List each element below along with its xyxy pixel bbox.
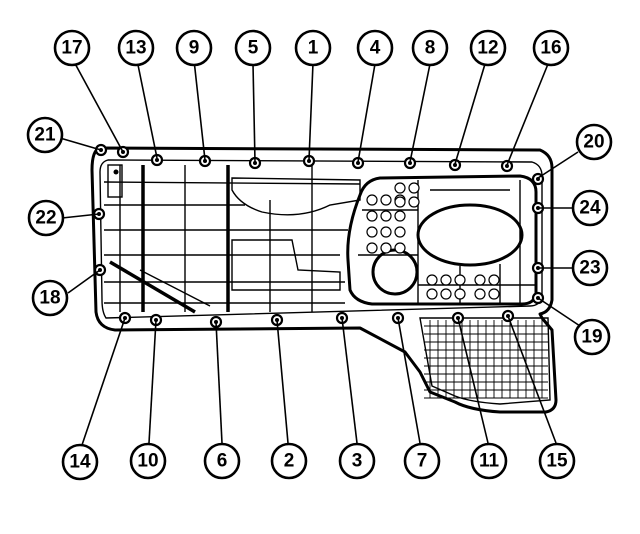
bolt-center [408, 161, 412, 165]
callout-label: 4 [370, 38, 381, 59]
boss-grid [366, 182, 500, 300]
callout-label: 1 [308, 38, 319, 59]
bolt-center [155, 158, 159, 162]
boss-circle [426, 288, 438, 300]
boss-circle [380, 194, 392, 206]
boss-circle [394, 210, 406, 222]
callout-label: 11 [479, 451, 500, 472]
callout-24: 24 [571, 189, 609, 227]
callout-label: 23 [579, 258, 600, 279]
callout-label: 6 [217, 451, 228, 472]
boss-circle [488, 274, 500, 286]
callout-16: 16 [532, 29, 570, 67]
boss-circle [454, 274, 466, 286]
round-cutout [371, 248, 419, 296]
callout-23: 23 [571, 249, 609, 287]
callout-15: 15 [538, 442, 576, 480]
bolt-center [253, 161, 257, 165]
callout-label: 3 [352, 451, 363, 472]
callout-label: 17 [61, 38, 82, 59]
boss-circle [440, 288, 452, 300]
bolt-center [453, 163, 457, 167]
sump-section [346, 174, 538, 306]
callout-14: 14 [61, 443, 99, 481]
callout-label: 19 [581, 327, 602, 348]
boss-circle [454, 288, 466, 300]
callout-21: 21 [26, 116, 64, 154]
callout-18: 18 [31, 279, 69, 317]
callout-13: 13 [117, 29, 155, 67]
callout-label: 10 [137, 451, 158, 472]
callout-4: 4 [356, 29, 394, 67]
callout-label: 20 [583, 132, 604, 153]
boss-circle [366, 210, 378, 222]
callout-19: 19 [573, 318, 611, 356]
callout-17: 17 [53, 29, 91, 67]
callout-label: 12 [477, 38, 498, 59]
oil-pan-body [90, 146, 558, 414]
boss-circle [366, 194, 378, 206]
callout-6: 6 [203, 442, 241, 480]
callout-1: 1 [294, 29, 332, 67]
boss-circle [394, 196, 406, 208]
callout-label: 7 [417, 451, 428, 472]
boss-circle [474, 274, 486, 286]
boss-circle [394, 182, 406, 194]
boss-circle [474, 288, 486, 300]
boss-circle [366, 242, 378, 254]
callout-label: 2 [284, 451, 295, 472]
callout-label: 5 [248, 38, 259, 59]
callout-label: 15 [546, 451, 568, 472]
callout-label: 14 [69, 452, 91, 473]
callout-label: 13 [125, 38, 146, 59]
callout-12: 12 [469, 29, 507, 67]
callout-label: 18 [39, 288, 60, 309]
boss-circle [366, 226, 378, 238]
boss-circle [408, 196, 420, 208]
callout-7: 7 [403, 442, 441, 480]
boss-circle [380, 226, 392, 238]
callout-2: 2 [270, 442, 308, 480]
callout-label: 22 [35, 208, 56, 229]
boss-circle [394, 242, 406, 254]
callout-label: 16 [540, 38, 561, 59]
bolt-center [505, 164, 509, 168]
callout-label: 9 [189, 38, 200, 59]
callout-label: 8 [425, 38, 436, 59]
callout-10: 10 [129, 442, 167, 480]
callout-3: 3 [338, 442, 376, 480]
bolt-center [307, 159, 311, 163]
callout-11: 11 [470, 442, 508, 480]
boss-circle [394, 226, 406, 238]
leader-lines [59, 57, 581, 446]
lower-sump-hatching [419, 317, 551, 405]
boss-circle [488, 288, 500, 300]
boss-circle [408, 182, 420, 194]
callout-label: 21 [34, 125, 56, 146]
callout-20: 20 [575, 123, 613, 161]
oval-cutout [416, 203, 524, 267]
bolt-center [203, 159, 207, 163]
callout-8: 8 [411, 29, 449, 67]
bolt-center [356, 161, 360, 165]
callout-label: 24 [579, 198, 601, 219]
callout-9: 9 [175, 29, 213, 67]
callout-22: 22 [27, 199, 65, 237]
boss-circle [426, 274, 438, 286]
boss-circle [440, 274, 452, 286]
callout-5: 5 [234, 29, 272, 67]
boss-circle [380, 242, 392, 254]
boss-circle [380, 210, 392, 222]
